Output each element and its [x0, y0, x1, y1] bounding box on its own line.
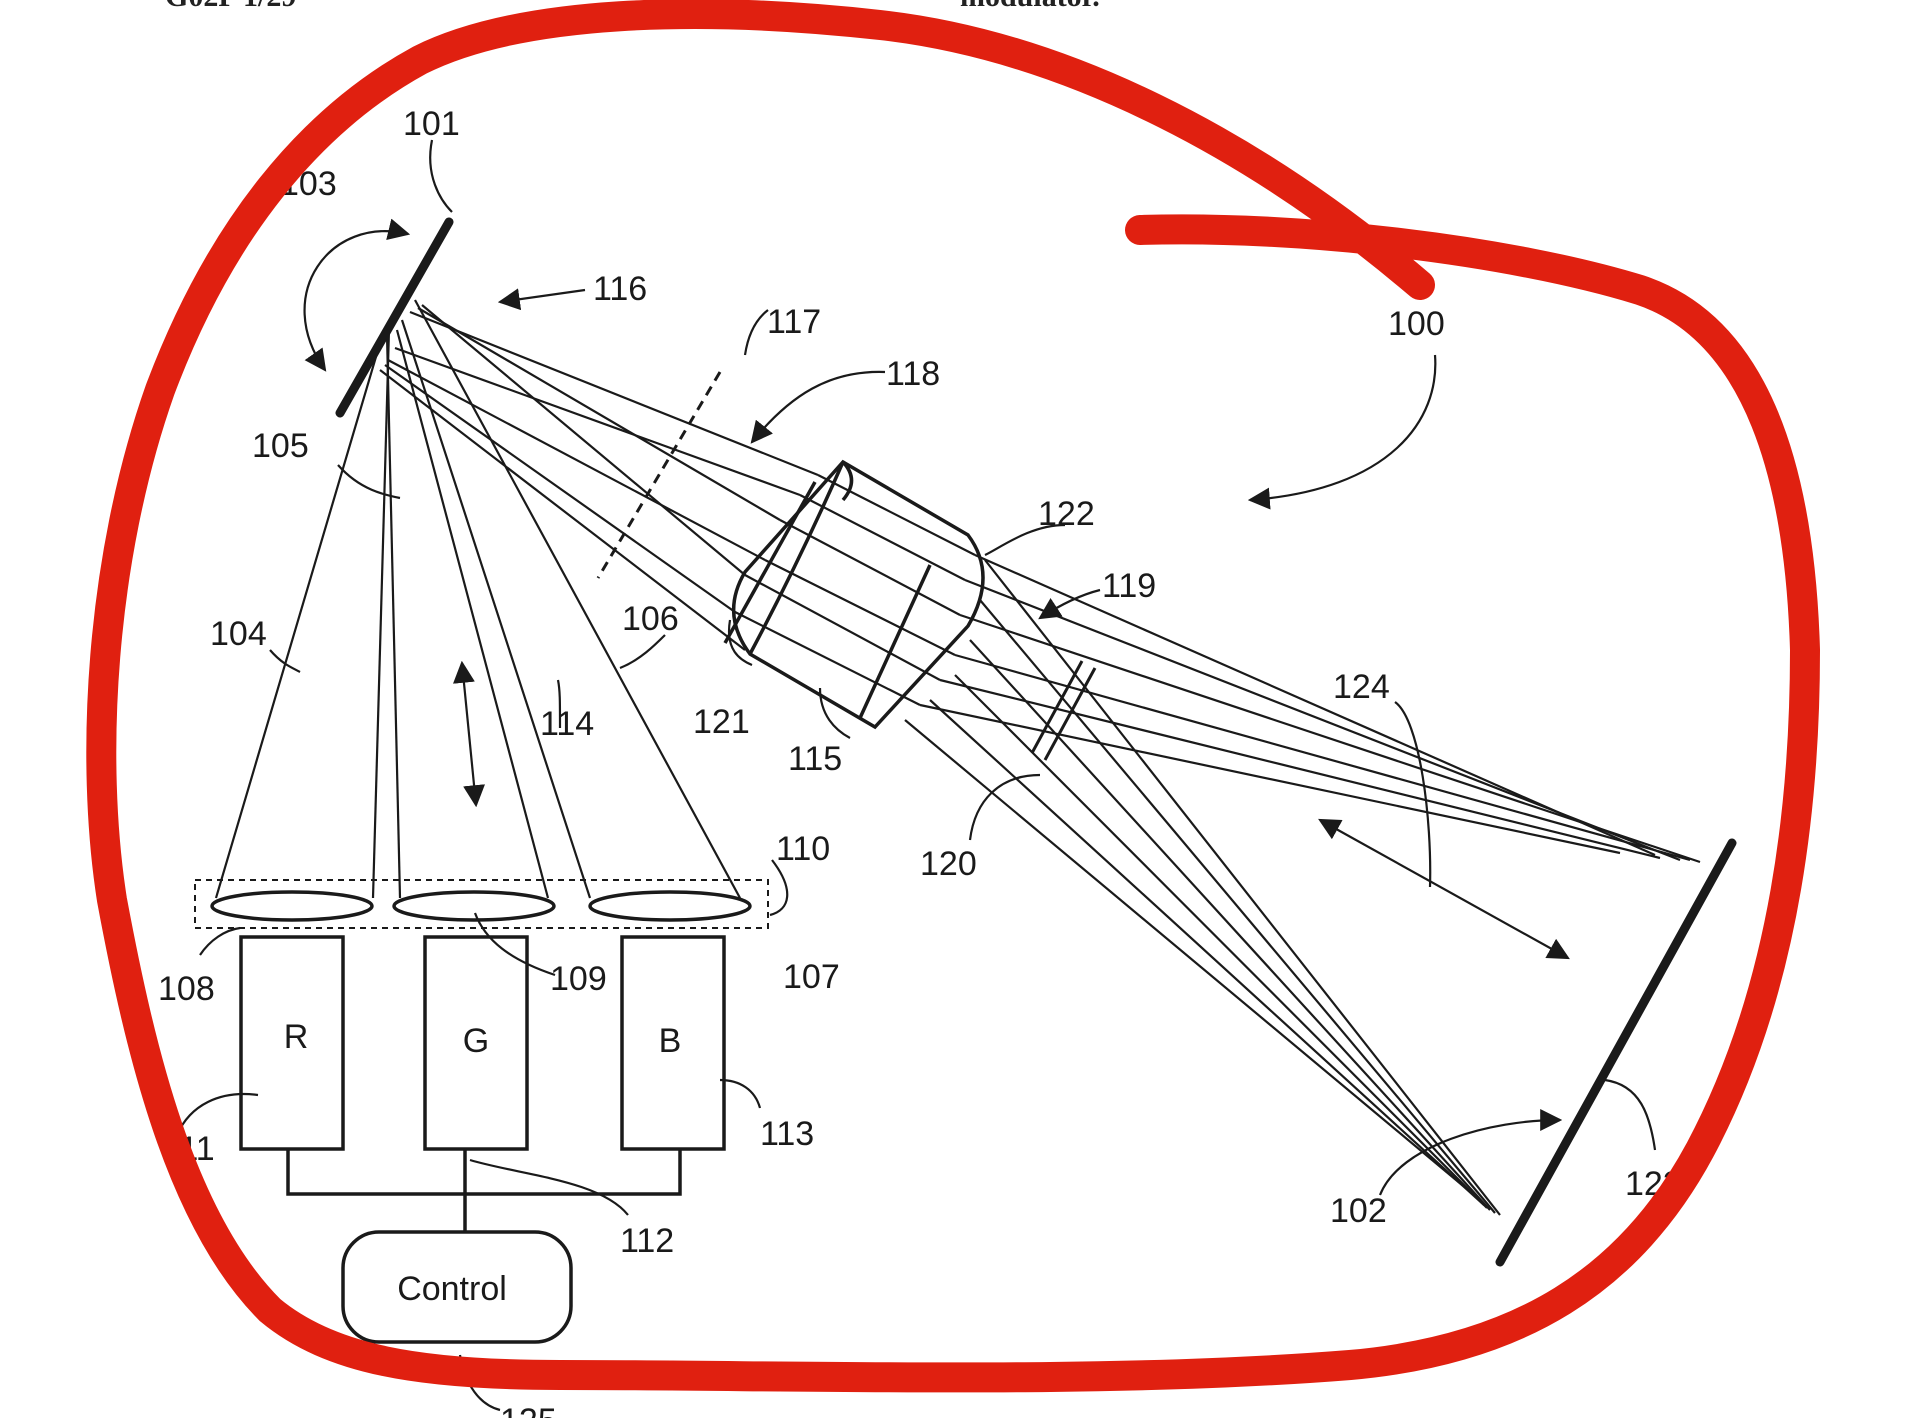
green-light-source [423, 935, 529, 1151]
label-120: 120 [920, 845, 977, 883]
label-115: 115 [788, 740, 842, 778]
label-107: 107 [783, 958, 840, 996]
arrow-116 [497, 288, 586, 311]
green-source-label: G [463, 1022, 489, 1060]
label-108: 108 [158, 970, 215, 1008]
projection-lens [723, 459, 985, 730]
header-classification-fragment: G02F 1/29 [165, 0, 296, 13]
scanned-beams [379, 304, 1701, 1216]
aperture-element [1030, 660, 1097, 761]
mirror-rotation-arrow [303, 218, 411, 372]
label-113: 113 [760, 1115, 814, 1153]
header-text-fragment: modulator. [960, 0, 1100, 13]
arrow-100 [1247, 354, 1437, 510]
red-light-source [239, 935, 345, 1151]
label-125: 125 [500, 1402, 557, 1418]
label-119: 119 [1102, 567, 1156, 605]
label-117: 117 [767, 303, 821, 341]
blue-light-source [620, 935, 726, 1151]
label-121: 121 [693, 703, 750, 741]
label-110: 110 [776, 830, 830, 868]
translation-arrow-114 [452, 660, 486, 808]
red-annotation-loop [86, 0, 1820, 1393]
control-unit-label: Control [397, 1270, 507, 1308]
target-surface [1495, 838, 1737, 1267]
label-112: 112 [620, 1222, 674, 1260]
red-source-label: R [284, 1018, 309, 1056]
arrow-118 [750, 370, 886, 444]
label-100: 100 [1388, 305, 1445, 343]
label-114: 114 [540, 705, 594, 743]
label-106: 106 [622, 600, 679, 638]
control-wiring [286, 1149, 682, 1232]
input-beams [214, 299, 741, 899]
label-104: 104 [210, 615, 267, 653]
label-leader-lines [175, 139, 1657, 1412]
arrow-102 [1378, 1109, 1563, 1196]
label-118: 118 [886, 355, 940, 393]
label-122: 122 [1038, 495, 1095, 533]
dashed-aperture-plane [596, 371, 722, 579]
arrow-119 [1038, 588, 1101, 620]
blue-source-label: B [659, 1022, 682, 1060]
label-124: 124 [1333, 668, 1390, 706]
label-101: 101 [403, 105, 460, 143]
leader-124 [1394, 701, 1432, 888]
translation-arrow-124 [1318, 818, 1570, 960]
collimating-lenses [210, 890, 752, 922]
control-unit [341, 1230, 573, 1344]
reference-numerals: 100 101 102 103 104 105 106 107 108 109 … [158, 105, 1682, 1418]
label-116: 116 [593, 270, 647, 308]
label-105: 105 [252, 427, 309, 465]
label-102: 102 [1330, 1192, 1387, 1230]
label-109: 109 [550, 960, 607, 998]
